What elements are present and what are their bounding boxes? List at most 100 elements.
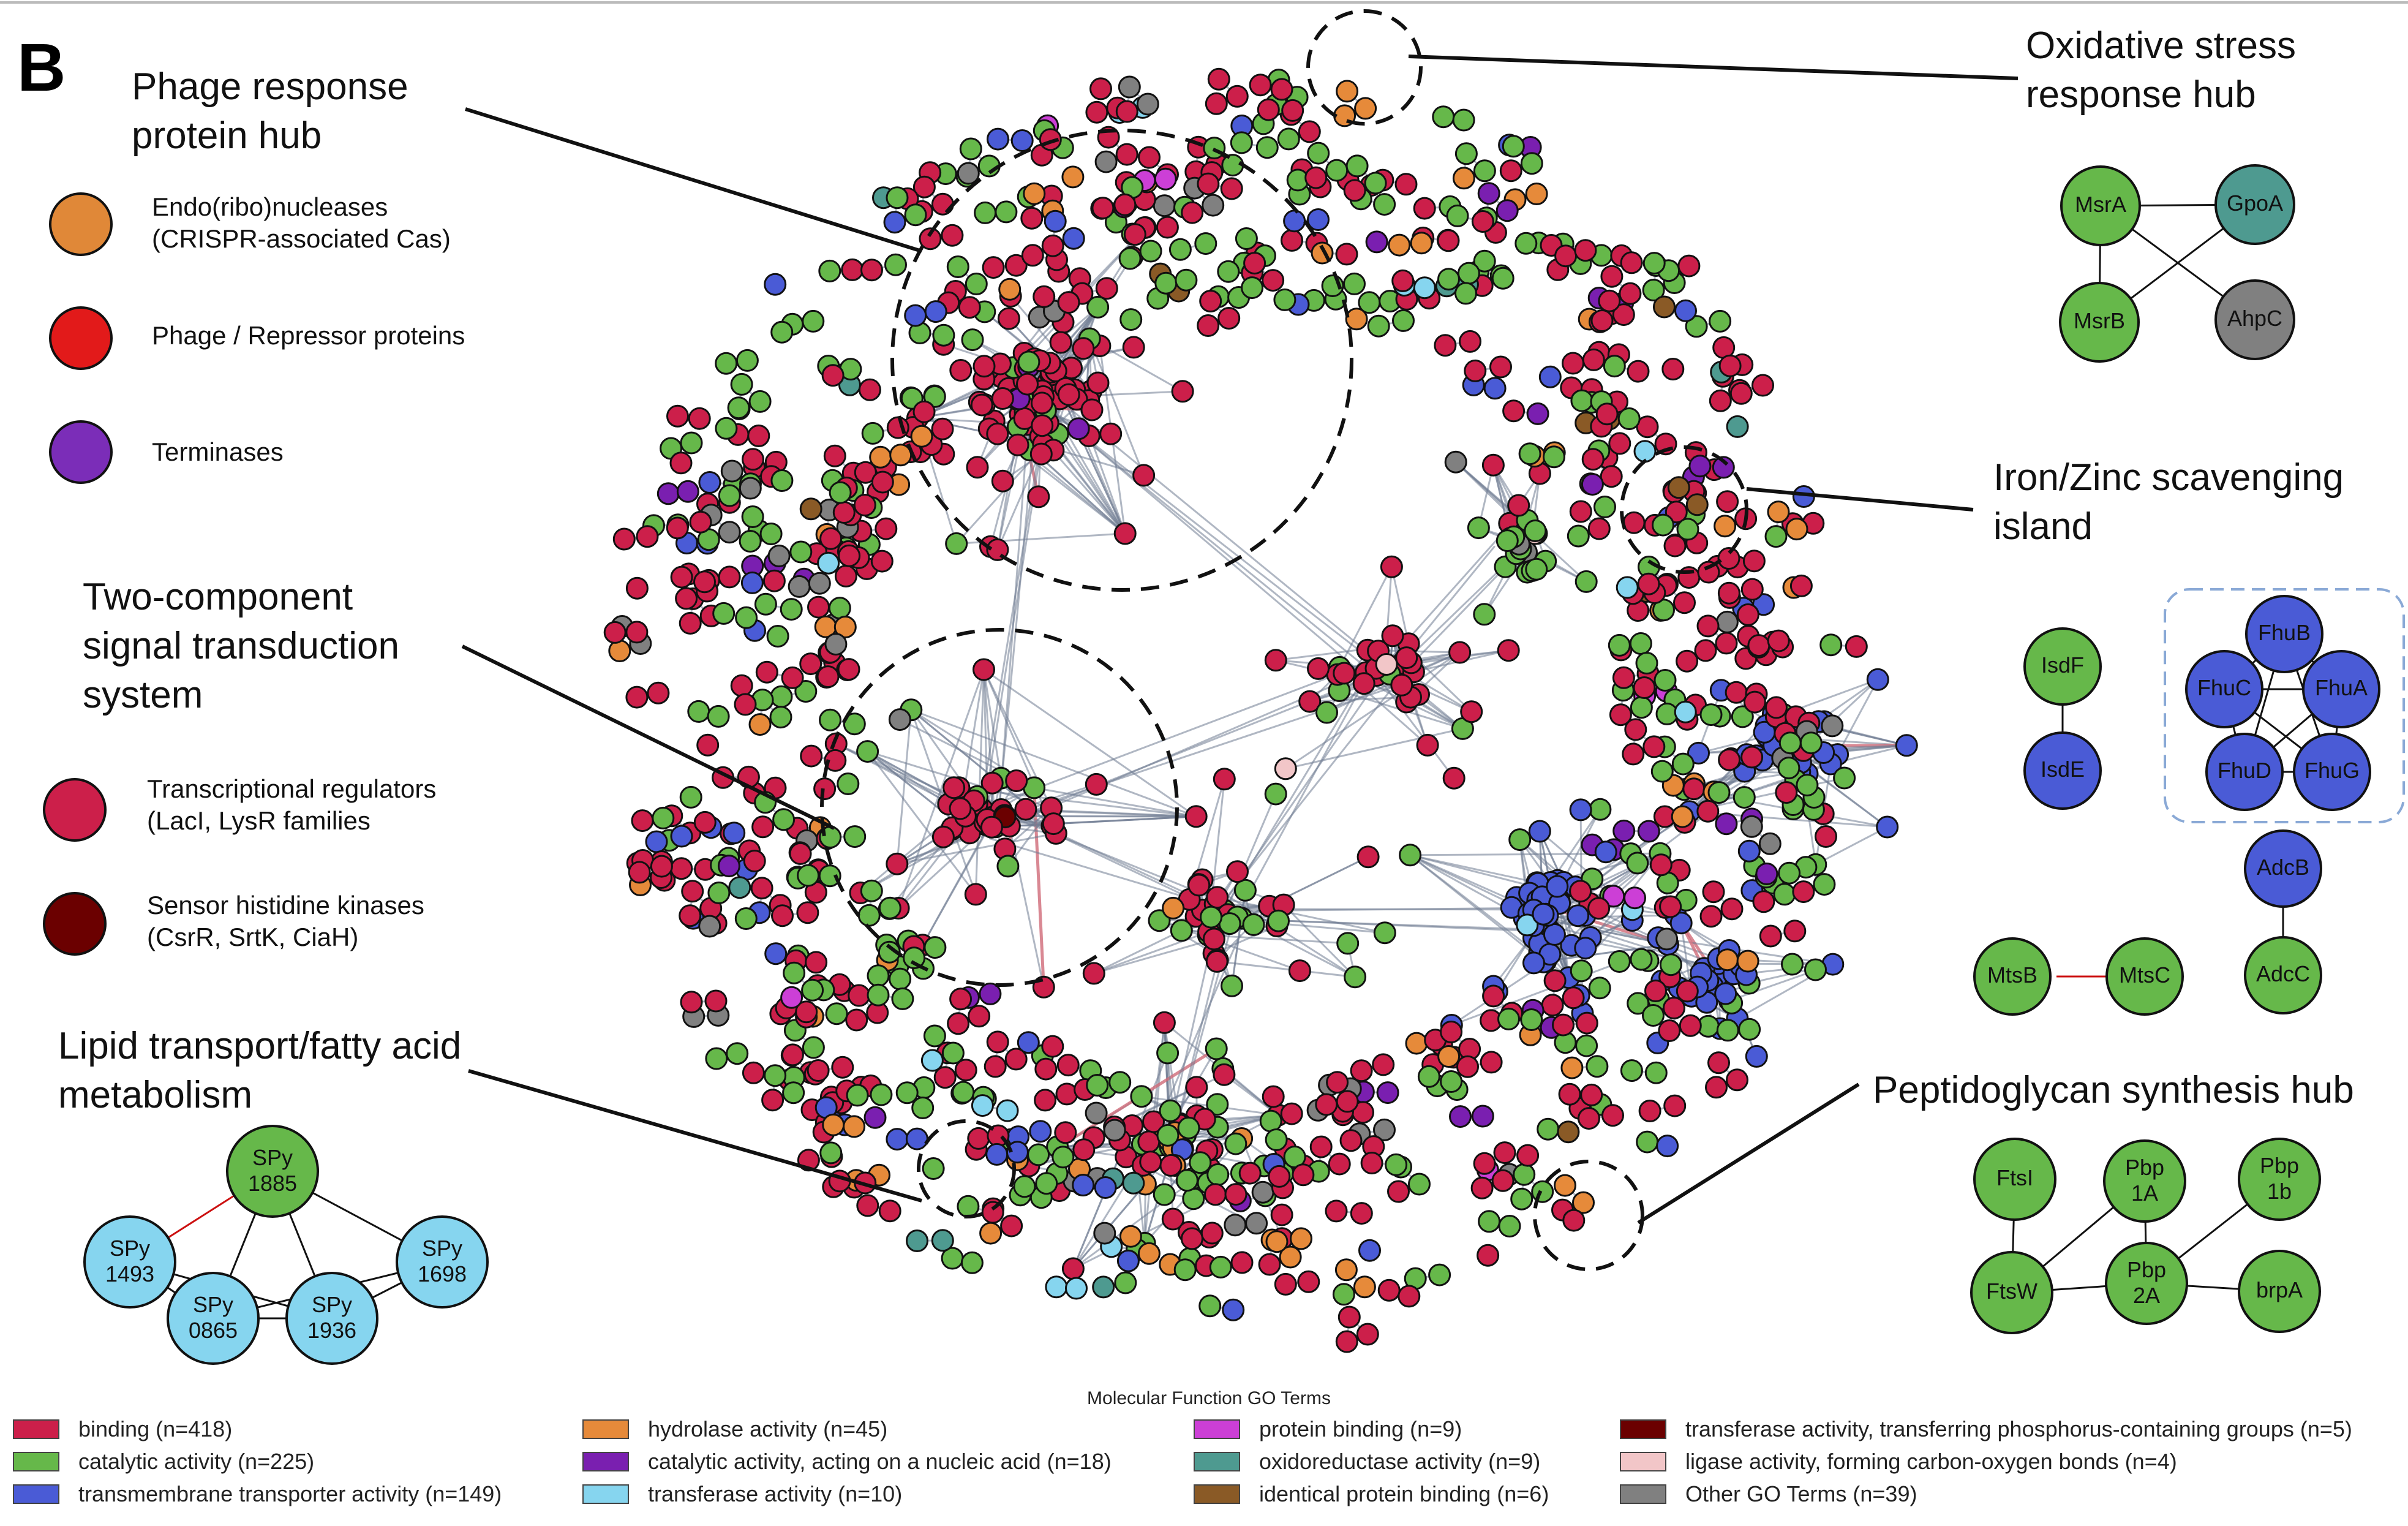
network-node bbox=[687, 700, 710, 723]
network-node bbox=[1307, 208, 1330, 231]
network-node bbox=[886, 852, 909, 875]
network-node bbox=[1332, 1283, 1355, 1306]
legend-regulator-swatch bbox=[43, 778, 107, 842]
network-node bbox=[1685, 315, 1708, 338]
network-node bbox=[1745, 1044, 1768, 1068]
network-node bbox=[1336, 80, 1359, 103]
svg-text:Endo(ribo)nucleases (CRI: Endo(ribo)nucleases (CRISPR-associated C… bbox=[152, 192, 451, 253]
network-node bbox=[1464, 359, 1487, 382]
svg-text:Two-component signal tra: Two-component signal transduction system bbox=[83, 576, 410, 716]
network-node bbox=[1044, 210, 1067, 233]
network-node bbox=[1213, 1063, 1236, 1086]
network-node bbox=[679, 904, 702, 927]
peptido-node-ftsw-circle bbox=[1970, 1251, 2053, 1334]
iron-node-adcb-label: AdcB bbox=[2257, 855, 2309, 880]
iron-node-fhuc-circle bbox=[2185, 650, 2263, 728]
network-node bbox=[1456, 1055, 1479, 1078]
network-node bbox=[884, 253, 907, 276]
network-node bbox=[1017, 350, 1040, 374]
network-node bbox=[1052, 1146, 1075, 1169]
network-node bbox=[1876, 815, 1899, 839]
legend-swatch bbox=[582, 1419, 629, 1439]
network-node bbox=[802, 1036, 825, 1059]
peptido-node-ftsi-label: FtsI bbox=[1996, 1165, 2033, 1190]
network-node bbox=[904, 304, 927, 327]
network-node bbox=[1778, 861, 1801, 885]
network-node bbox=[612, 527, 636, 551]
network-node bbox=[870, 1083, 893, 1106]
network-node bbox=[712, 602, 736, 625]
legend-swatch bbox=[1194, 1419, 1240, 1439]
iron-node-fhug-circle bbox=[2293, 733, 2371, 811]
network-node bbox=[1608, 432, 1631, 455]
network-node bbox=[867, 964, 890, 988]
network-node bbox=[1624, 886, 1646, 910]
network-node bbox=[1696, 799, 1720, 823]
network-node bbox=[1658, 1019, 1681, 1042]
network-node bbox=[1016, 372, 1039, 396]
legend-item: transmembrane transporter activity (n=14… bbox=[13, 1481, 502, 1506]
network-node bbox=[1428, 1263, 1451, 1286]
network-node bbox=[1326, 1071, 1349, 1094]
network-node bbox=[1687, 741, 1710, 765]
network-node bbox=[1601, 1104, 1624, 1127]
network-node bbox=[1122, 336, 1145, 359]
network-node bbox=[636, 525, 659, 548]
network-node bbox=[1352, 672, 1375, 695]
network-node bbox=[789, 842, 812, 865]
iron-node-mtsc-circle bbox=[2105, 937, 2184, 1016]
network-node bbox=[1217, 307, 1241, 330]
network-node bbox=[693, 810, 717, 834]
network-node bbox=[1136, 93, 1159, 116]
network-node bbox=[1381, 624, 1404, 648]
network-node bbox=[964, 883, 987, 906]
network-node bbox=[1175, 268, 1198, 292]
network-node bbox=[766, 625, 789, 648]
network-node bbox=[1122, 1171, 1145, 1195]
network-node bbox=[1778, 731, 1802, 755]
network-edge bbox=[1217, 896, 1385, 934]
network-node bbox=[1552, 1013, 1575, 1037]
network-node bbox=[1274, 1272, 1297, 1296]
network-node bbox=[984, 1055, 1007, 1078]
network-node bbox=[1354, 97, 1377, 120]
network-node bbox=[1251, 1180, 1274, 1204]
network-node bbox=[1717, 547, 1740, 570]
network-node bbox=[1582, 348, 1605, 371]
network-node bbox=[949, 988, 973, 1011]
network-node bbox=[910, 425, 933, 448]
network-node bbox=[1027, 485, 1050, 508]
network-node bbox=[1624, 718, 1647, 741]
network-node bbox=[1343, 272, 1366, 295]
oxidative-node-ahpc: AhpC bbox=[2214, 279, 2295, 360]
network-node bbox=[1570, 959, 1593, 983]
network-node bbox=[1437, 1045, 1461, 1068]
peptido-node-ftsi-circle bbox=[1973, 1138, 2056, 1221]
network-node bbox=[1459, 330, 1481, 353]
network-node bbox=[1156, 216, 1179, 239]
network-node bbox=[1716, 948, 1739, 972]
network-node bbox=[1612, 303, 1635, 327]
iron-title-1: Iron/Zinc scavenging bbox=[1993, 456, 2344, 499]
oxidative-node-msra-label: MsrA bbox=[2075, 192, 2126, 217]
lipid-node-spy1698-circle bbox=[396, 1215, 489, 1309]
network-node bbox=[843, 1115, 866, 1138]
network-node bbox=[1473, 1152, 1496, 1175]
network-node bbox=[1273, 288, 1296, 311]
phage-hub-callout: Phage response protein hub Endo(ribo)nuc… bbox=[49, 66, 465, 484]
oxidative-node-msrb-circle bbox=[2059, 282, 2140, 363]
network-node bbox=[995, 200, 1018, 224]
network-node bbox=[670, 825, 693, 848]
network-node bbox=[886, 186, 909, 210]
network-node bbox=[1270, 1203, 1293, 1226]
network-node bbox=[1344, 965, 1367, 989]
network-node bbox=[1622, 742, 1645, 766]
legend-swatch bbox=[13, 1419, 59, 1439]
network-node bbox=[824, 749, 847, 772]
network-node bbox=[1380, 555, 1403, 578]
network-node bbox=[1581, 448, 1605, 471]
network-node bbox=[1477, 182, 1500, 205]
network-node bbox=[723, 822, 746, 845]
network-node bbox=[1206, 1163, 1230, 1186]
network-node bbox=[1718, 748, 1741, 771]
